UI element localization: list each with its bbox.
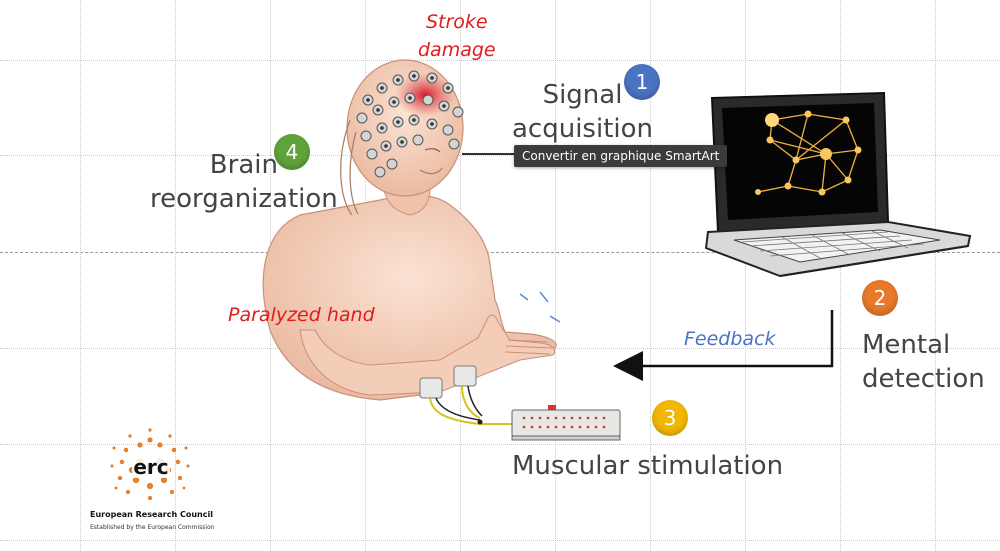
- slide-guide: [80, 0, 81, 551]
- stroke-damage-line1: Stroke: [425, 11, 488, 33]
- muscular-stimulation-label: Muscular stimulation: [512, 451, 784, 481]
- signal-line2: acquisition: [512, 114, 654, 144]
- step-4-badge: 4: [274, 134, 310, 170]
- brain-reorganization-label: Brain reorganization: [150, 148, 338, 216]
- slide-guide: [0, 60, 1000, 61]
- erc-logo: erc: [110, 428, 190, 500]
- slide-guide: [555, 0, 556, 551]
- step-3-badge: 3: [652, 400, 688, 436]
- slide-guide: [175, 0, 176, 551]
- slide-guide: [0, 155, 1000, 156]
- erc-name: European Research Council: [90, 510, 213, 519]
- step-1-badge: 1: [624, 64, 660, 100]
- signal-acquisition-label: Signal acquisition: [512, 78, 653, 146]
- laptop: [704, 91, 972, 278]
- brain-line2: reorganization: [150, 184, 338, 214]
- mental-line2: detection: [862, 364, 985, 394]
- stroke-damage-line2: damage: [418, 39, 496, 61]
- slide-guide: [745, 0, 746, 551]
- network-nodes: [755, 110, 862, 196]
- feedback-label: Feedback: [684, 328, 776, 350]
- stroke-damage-label: Stroke damage: [418, 8, 496, 64]
- brain-line1: Brain: [209, 150, 278, 180]
- patient-figure: [262, 59, 561, 425]
- smartart-tooltip: Convertir en graphique SmartArt: [514, 145, 728, 167]
- erc-acronym: erc: [133, 455, 168, 479]
- mental-detection-label: Mental detection: [862, 328, 985, 396]
- paralyzed-hand-label: Paralyzed hand: [228, 304, 375, 326]
- slide-guide: [0, 444, 1000, 445]
- signal-line1: Signal: [542, 80, 623, 110]
- slide-guide: [0, 540, 1000, 541]
- slide-center-guide: [0, 252, 1000, 253]
- erc-tagline: Established by the European Commission: [90, 524, 215, 531]
- slide-guide: [650, 0, 651, 551]
- stimulator-device: [511, 405, 621, 441]
- step-2-badge: 2: [862, 280, 898, 316]
- slide-guide: [935, 0, 936, 551]
- feedback-arrow: [613, 310, 834, 381]
- slide-guide: [840, 0, 841, 551]
- mental-line1: Mental: [862, 330, 951, 360]
